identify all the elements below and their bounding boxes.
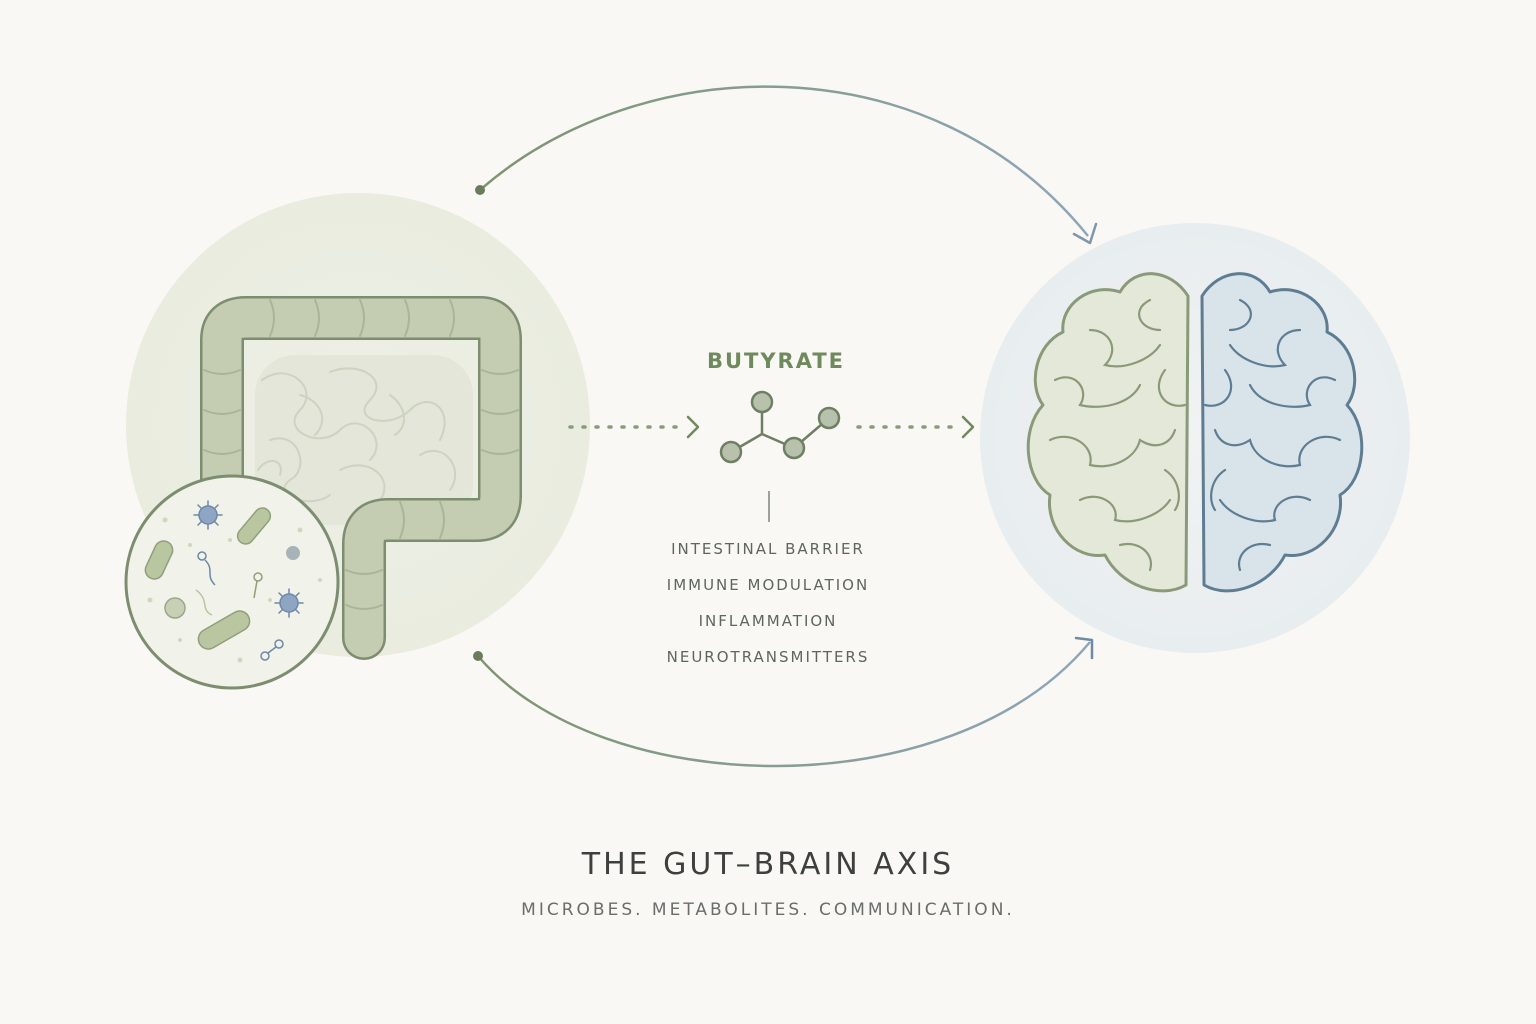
diagram-subtitle: MICROBES. METABOLITES. COMMUNICATION. — [521, 900, 1015, 920]
effect-item: IMMUNE MODULATION — [666, 576, 870, 594]
molecule-label: BUTYRATE — [706, 349, 846, 373]
effect-item: NEUROTRANSMITTERS — [666, 648, 870, 666]
intestine-icon — [200, 296, 522, 660]
diagram-title: THE GUT–BRAIN AXIS — [581, 847, 955, 882]
butyrate-molecule-icon — [719, 390, 841, 464]
upper-arc-arrow — [475, 85, 1098, 245]
effect-item: INFLAMMATION — [698, 612, 838, 630]
gut-to-molecule-arrow — [568, 415, 700, 439]
microbiome-magnifier-icon — [124, 474, 340, 690]
molecule-to-brain-arrow — [856, 415, 975, 439]
effect-item: INTESTINAL BARRIER — [671, 540, 865, 558]
brain-icon — [1026, 272, 1364, 593]
lower-arc-arrow — [473, 636, 1094, 768]
effects-list: INTESTINAL BARRIER IMMUNE MODULATION INF… — [628, 538, 908, 682]
